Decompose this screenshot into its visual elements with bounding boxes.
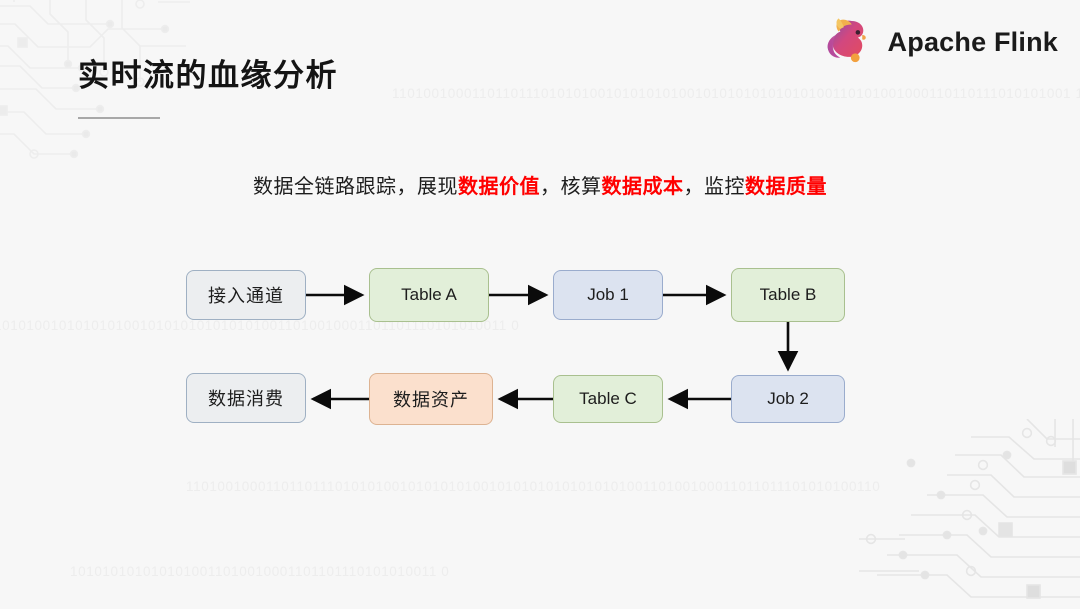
node-job-1[interactable]: Job 1 bbox=[553, 270, 663, 320]
subtitle-segment-2: ，核算 bbox=[540, 176, 602, 198]
flink-squirrel-icon bbox=[827, 18, 866, 63]
node-table-c[interactable]: Table C bbox=[553, 375, 663, 423]
title-underline-rule bbox=[78, 117, 160, 119]
subtitle-line: 数据全链路跟踪，展现数据价值，核算数据成本，监控数据质量 bbox=[0, 170, 1080, 199]
node-data-asset[interactable]: 数据资产 bbox=[369, 373, 493, 425]
node-job-2[interactable]: Job 2 bbox=[731, 375, 845, 423]
node-ingest-channel[interactable]: 接入通道 bbox=[186, 270, 306, 320]
node-data-consumption[interactable]: 数据消费 bbox=[186, 373, 306, 423]
subtitle-segment-3: ，监控 bbox=[683, 176, 745, 198]
subtitle-highlight-data-value: 数据价值 bbox=[458, 176, 540, 198]
subtitle-highlight-data-cost: 数据成本 bbox=[601, 176, 684, 198]
node-table-b[interactable]: Table B bbox=[731, 268, 845, 322]
brand-name: Apache Flink bbox=[887, 26, 1058, 57]
subtitle-segment-1: 数据全链路跟踪，展现 bbox=[253, 176, 458, 198]
node-table-a[interactable]: Table A bbox=[369, 268, 489, 322]
page-title: 实时流的血缘分析 bbox=[78, 58, 338, 93]
brand-logo-block: Apache Flink bbox=[822, 14, 1058, 70]
subtitle-highlight-data-quality: 数据质量 bbox=[745, 176, 827, 198]
